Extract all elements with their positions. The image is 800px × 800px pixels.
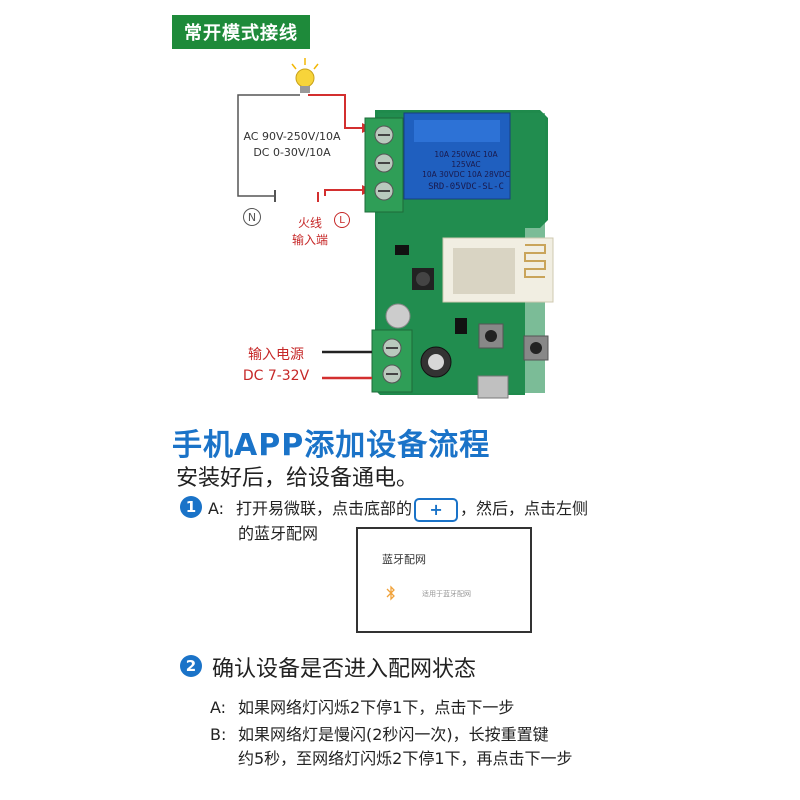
step2-line-b-cont: 约5秒，至网络灯闪烁2下停1下，再点击下一步 xyxy=(238,749,573,768)
step1-text-after: ，然后，点击左侧 xyxy=(460,499,589,518)
step2-number: 2 xyxy=(180,655,202,677)
step1-text-before: 打开易微联，点击底部的 xyxy=(236,499,413,518)
step1-text: A: 打开易微联，点击底部的+，然后，点击左侧 xyxy=(208,495,588,522)
neutral-mark: N xyxy=(243,208,261,226)
power-input-label: 输入电源 DC 7-32V xyxy=(242,347,310,384)
neutral-wire xyxy=(237,94,300,197)
load-wire xyxy=(308,94,372,129)
relay-model-text: SRD-05VDC-SL-C xyxy=(428,182,504,192)
bluetooth-icon xyxy=(386,585,395,601)
card-description: 适用于蓝牙配网 xyxy=(422,590,471,598)
intro-text: 安装好后，给设备通电。 xyxy=(176,466,419,491)
wiring-diagram xyxy=(237,58,554,399)
step2-title: 确认设备是否进入配网状态 xyxy=(212,657,477,682)
step1-number: 1 xyxy=(180,496,202,518)
step2-line-b: B:如果网络灯是慢闪(2秒闪一次)，长按重置键 xyxy=(210,725,549,744)
step2-line-a: A:如果网络灯闪烁2下停1下，点击下一步 xyxy=(210,698,515,717)
add-device-button[interactable]: + xyxy=(414,497,459,522)
wiring-mode-tag: 常开模式接线 xyxy=(172,15,310,49)
step1-prefix: A: xyxy=(208,499,225,518)
bluetooth-pairing-card[interactable]: 蓝牙配网 适用于蓝牙配网 xyxy=(356,527,532,633)
relay-board xyxy=(364,110,554,399)
live-mark: L xyxy=(334,212,350,228)
step1-text-line2: 的蓝牙配网 xyxy=(238,524,319,543)
light-bulb-icon xyxy=(291,58,319,93)
rating-label: AC 90V-250V/10A DC 0-30V/10A xyxy=(243,130,341,159)
section-title: 手机APP添加设备流程 xyxy=(172,428,491,463)
card-title: 蓝牙配网 xyxy=(382,553,426,566)
relay-rating-text: 10A 250VAC 10A 125VAC 10A 30VDC 10A 28VD… xyxy=(422,150,510,179)
live-input-wire xyxy=(324,189,372,196)
live-input-label: 火线 输入端 xyxy=(291,216,328,247)
